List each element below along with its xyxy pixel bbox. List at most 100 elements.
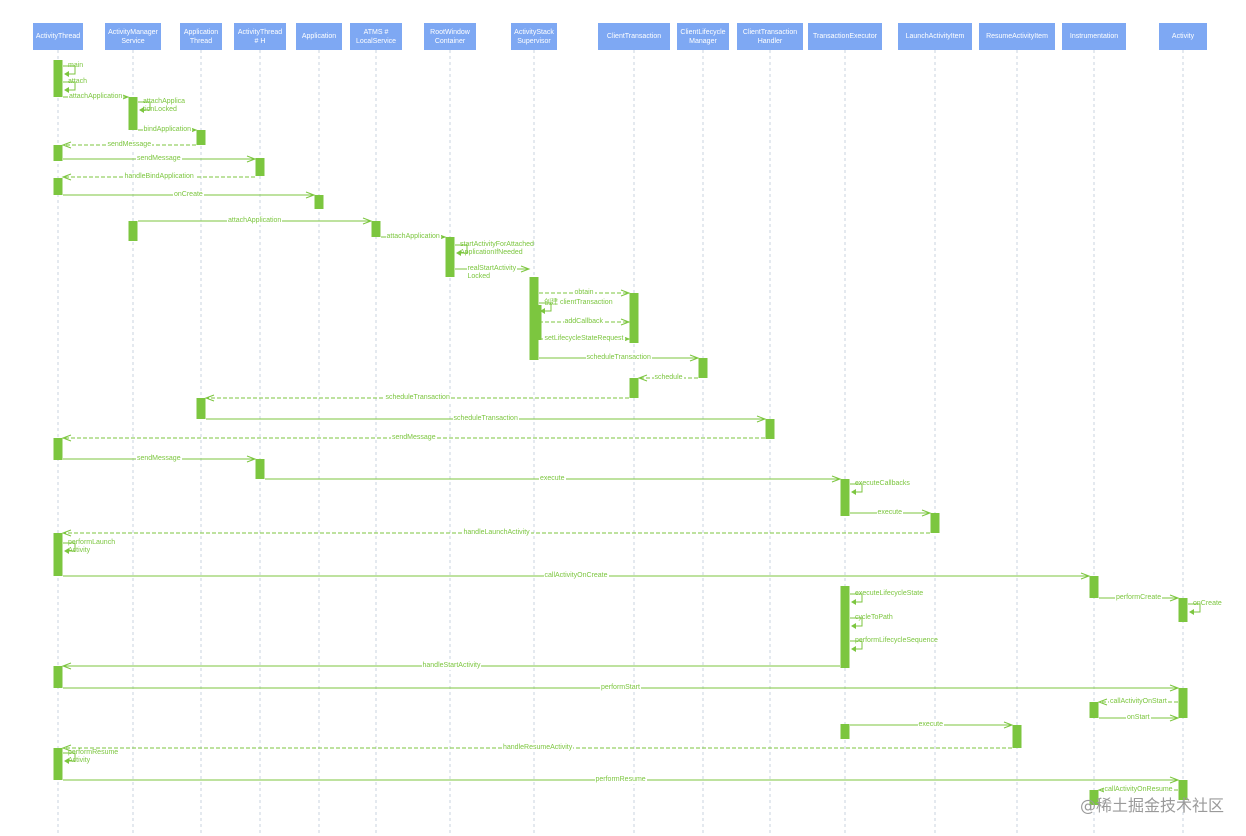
- activation-bar: [532, 305, 542, 340]
- participant-te: TransactionExecutor: [808, 23, 882, 50]
- arrow-head: [64, 71, 69, 77]
- arrow-head: [362, 217, 373, 225]
- arrow-head: [851, 646, 856, 652]
- message-label: handleBindApplication: [123, 173, 195, 181]
- activation-bar: [314, 195, 324, 209]
- activation-bar: [1089, 576, 1099, 598]
- activation-bar: [53, 438, 63, 460]
- activation-bar: [1089, 790, 1099, 805]
- self-message-arrow: [539, 302, 552, 312]
- self-message-arrow: [850, 640, 863, 650]
- participant-label: ATMS # LocalService: [355, 28, 397, 45]
- message-label: attachApplica tionLocked: [143, 98, 186, 113]
- participant-ams: ActivityManager Service: [105, 23, 161, 50]
- message-label: onStart: [1126, 714, 1151, 722]
- message-label: bindApplication: [142, 126, 192, 134]
- participant-label: ClientTransaction: [606, 33, 662, 40]
- arrow-head: [305, 191, 316, 199]
- activation-bar: [629, 293, 639, 343]
- message-label: onCreate: [1193, 600, 1222, 607]
- participant-label: Application Thread: [183, 28, 219, 45]
- activation-bar: [53, 666, 63, 688]
- participant-label: ResumeActivityItem: [986, 33, 1048, 40]
- message-label: attachApplication: [385, 233, 441, 241]
- activation-bar: [840, 586, 850, 668]
- arrow-head: [620, 318, 631, 326]
- arrow-head: [456, 250, 461, 256]
- arrow-head: [1169, 776, 1180, 784]
- message-label: performResume: [594, 776, 647, 784]
- participant-label: ActivityThread # H: [237, 28, 283, 45]
- message-label: sendMessage: [136, 155, 182, 163]
- activation-bar: [196, 130, 206, 145]
- activation-bar: [698, 358, 708, 378]
- message-label: callActivityOnResume: [1103, 786, 1174, 794]
- message-label: cycleToPath: [855, 614, 893, 621]
- self-message-arrow: [138, 101, 151, 111]
- participant-label: ActivityManager Service: [108, 28, 158, 45]
- participant-label: TransactionExecutor: [813, 33, 877, 40]
- message-label: performLaunch Activity: [68, 539, 116, 554]
- participant-label: ActivityStack Supervisor: [514, 28, 554, 45]
- self-message-arrow: [63, 65, 76, 75]
- message-label: performStart: [600, 684, 641, 692]
- arrow-head: [851, 599, 856, 605]
- participant-clm: ClientLifecycle Manager: [677, 23, 729, 50]
- activation-bar: [1089, 702, 1099, 718]
- message-label: scheduleTransaction: [585, 354, 652, 362]
- message-label: executeCallbacks: [855, 480, 910, 487]
- participant-app_thread: Application Thread: [180, 23, 222, 50]
- activation-bar: [765, 419, 775, 439]
- activation-bar: [1178, 780, 1188, 800]
- message-label: 创建 clientTransaction: [544, 299, 613, 306]
- watermark: @稀土掘金技术社区: [1079, 796, 1224, 815]
- message-label: addCallback: [563, 318, 605, 326]
- message-label: executeLifecycleState: [855, 590, 924, 597]
- activation-bar: [445, 237, 455, 277]
- message-label: onCreate: [173, 191, 204, 199]
- message-label: execute: [917, 721, 945, 729]
- activation-bar: [930, 513, 940, 533]
- arrow-head: [61, 141, 72, 149]
- participant-ath: ActivityThread # H: [234, 23, 286, 50]
- participant-application: Application: [296, 23, 342, 50]
- message-label: scheduleTransaction: [452, 415, 519, 423]
- message-label: execute: [539, 475, 566, 483]
- arrow-head: [1097, 698, 1108, 706]
- arrow-head: [64, 758, 69, 764]
- activation-bar: [1012, 725, 1022, 748]
- arrow-head: [61, 434, 72, 442]
- arrow-head: [921, 509, 932, 517]
- arrow-head: [1169, 594, 1180, 602]
- arrow-head: [204, 394, 215, 402]
- participant-label: ClientTransaction Handler: [742, 28, 798, 45]
- participant-act: Activity: [1159, 23, 1207, 50]
- self-message-arrow: [1188, 603, 1201, 613]
- participant-label: LaunchActivityItem: [905, 33, 965, 40]
- participant-lai: LaunchActivityItem: [898, 23, 972, 50]
- message-label: sendMessage: [106, 141, 153, 149]
- participant-rai: ResumeActivityItem: [979, 23, 1055, 50]
- message-label: attachApplication: [68, 93, 124, 101]
- message-label: performLifecycleSequence: [855, 637, 938, 644]
- activation-bar: [53, 145, 63, 161]
- arrow-head: [1003, 721, 1014, 729]
- arrow-head: [1080, 572, 1091, 580]
- activation-bar: [128, 221, 138, 241]
- activation-bar: [53, 533, 63, 576]
- arrow-head: [540, 308, 545, 314]
- arrow-head: [64, 87, 69, 93]
- activation-bar: [255, 158, 265, 176]
- activation-bar: [196, 398, 206, 419]
- message-label: performResume Activity: [68, 749, 119, 764]
- message-label: sendMessage: [136, 455, 182, 463]
- message-label: main: [68, 62, 84, 69]
- arrow-head: [61, 744, 72, 752]
- participant-label: Instrumentation: [1069, 33, 1119, 40]
- participant-label: Application: [301, 33, 337, 40]
- participant-ct: ClientTransaction: [598, 23, 670, 50]
- activation-bar: [840, 479, 850, 516]
- message-label: scheduleTransaction: [384, 394, 451, 402]
- arrow-head: [637, 374, 648, 382]
- activation-bar: [1178, 598, 1188, 622]
